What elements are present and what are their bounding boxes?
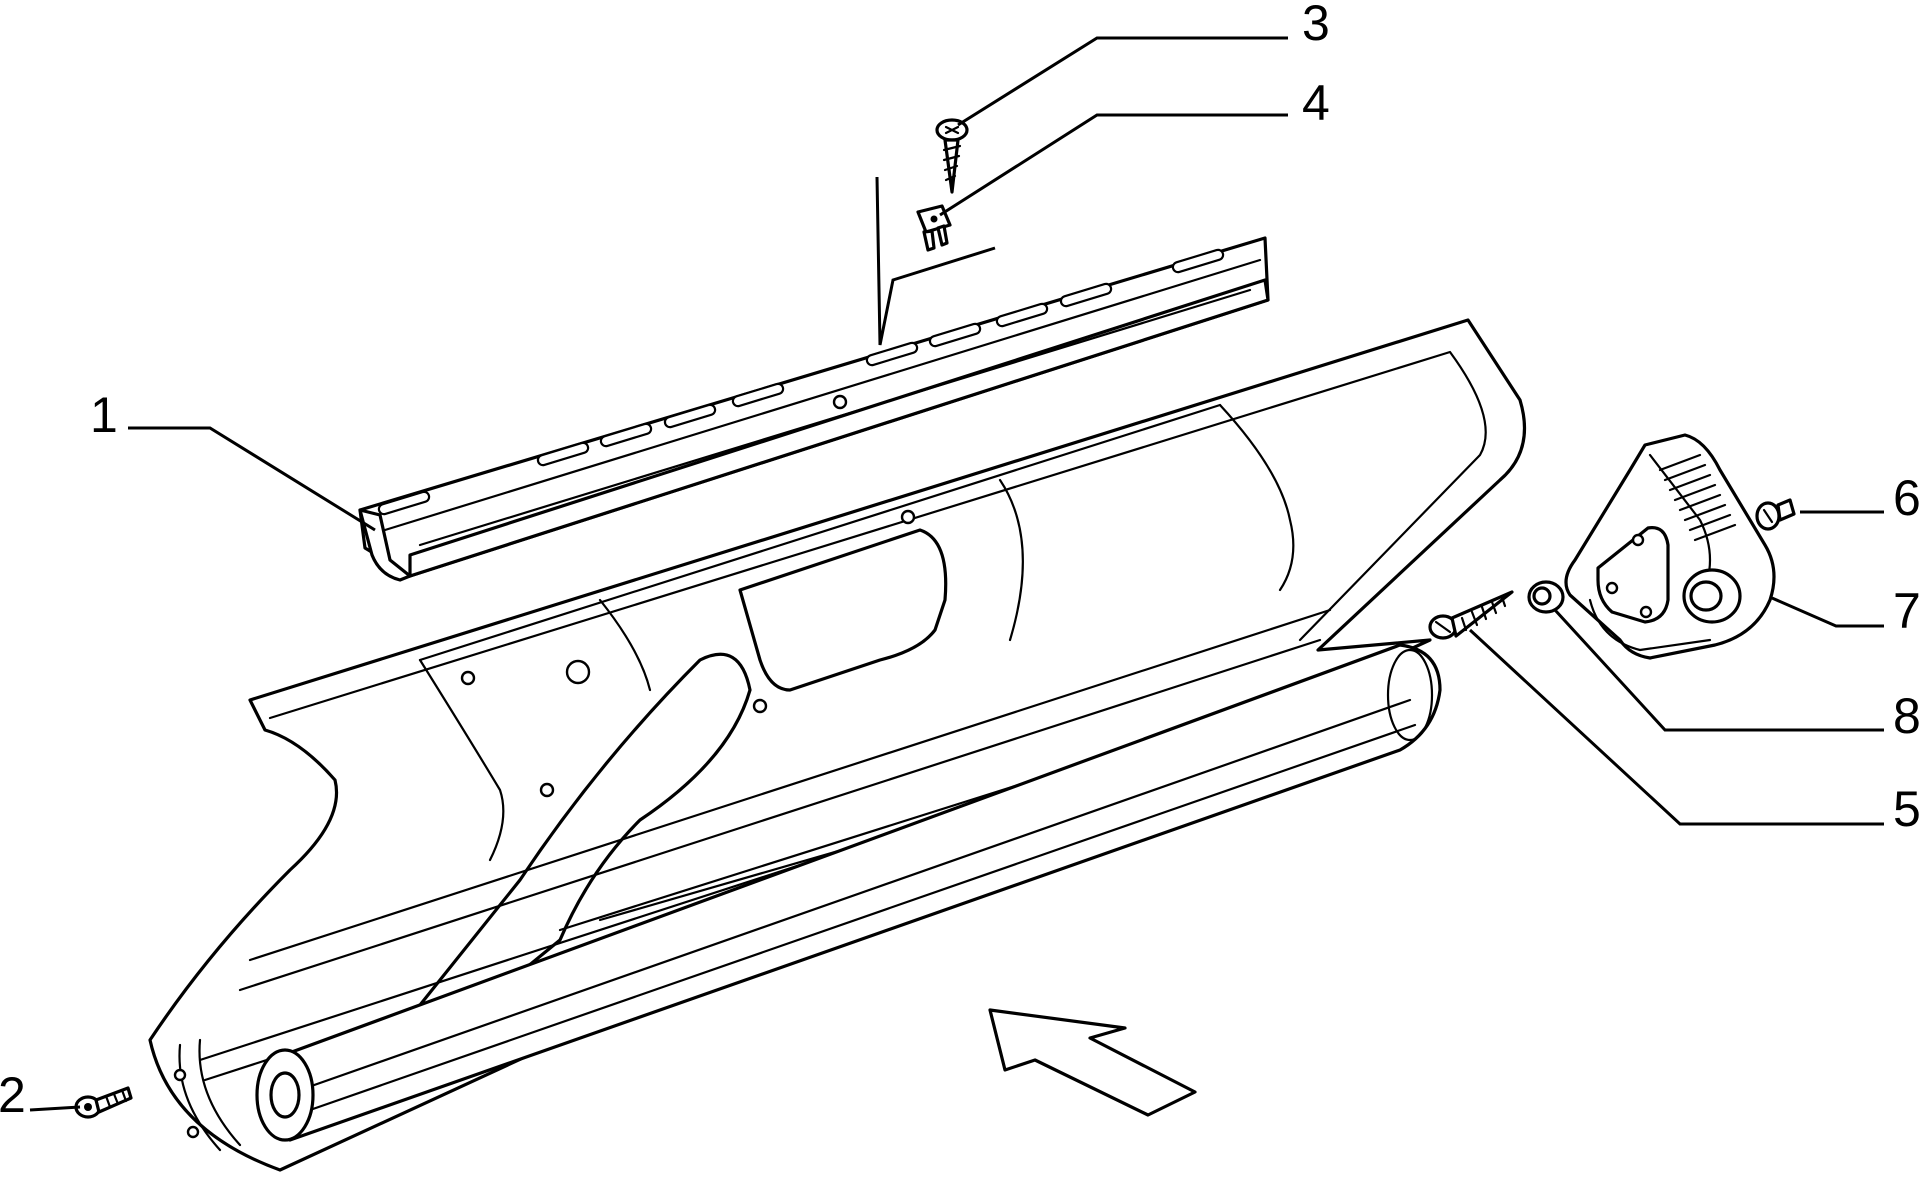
leader-1 [128, 426, 376, 532]
part-8-spacer-washer [1527, 580, 1565, 614]
alignment-line [875, 176, 996, 346]
main-housing [148, 318, 1527, 1172]
callout-labels: 1 2 3 4 5 6 7 8 [0, 0, 1921, 1123]
callout-2: 2 [0, 1067, 26, 1123]
leader-7 [1771, 596, 1884, 628]
part-7-end-bracket [1564, 433, 1776, 660]
leader-3 [957, 36, 1288, 127]
part-6-screw [1755, 498, 1796, 531]
leader-lines [29, 36, 1884, 1112]
callout-4: 4 [1302, 75, 1330, 131]
front-roller-tube [173, 643, 1442, 1152]
part-1-mounting-rail [358, 236, 1270, 582]
callout-6: 6 [1893, 470, 1921, 526]
leader-4 [939, 113, 1288, 217]
callout-1: 1 [90, 387, 118, 443]
callout-5: 5 [1893, 781, 1921, 837]
arrow-outline-icon [988, 1008, 1197, 1117]
part-2-screw [74, 1086, 133, 1119]
part-3-screw [935, 118, 969, 194]
leader-2 [29, 1105, 81, 1112]
leader-5 [1468, 628, 1884, 826]
callout-8: 8 [1893, 688, 1921, 744]
callout-7: 7 [1893, 583, 1921, 639]
callout-3: 3 [1302, 0, 1330, 51]
part-5-screw [1428, 590, 1514, 640]
leader-8 [1553, 608, 1884, 732]
